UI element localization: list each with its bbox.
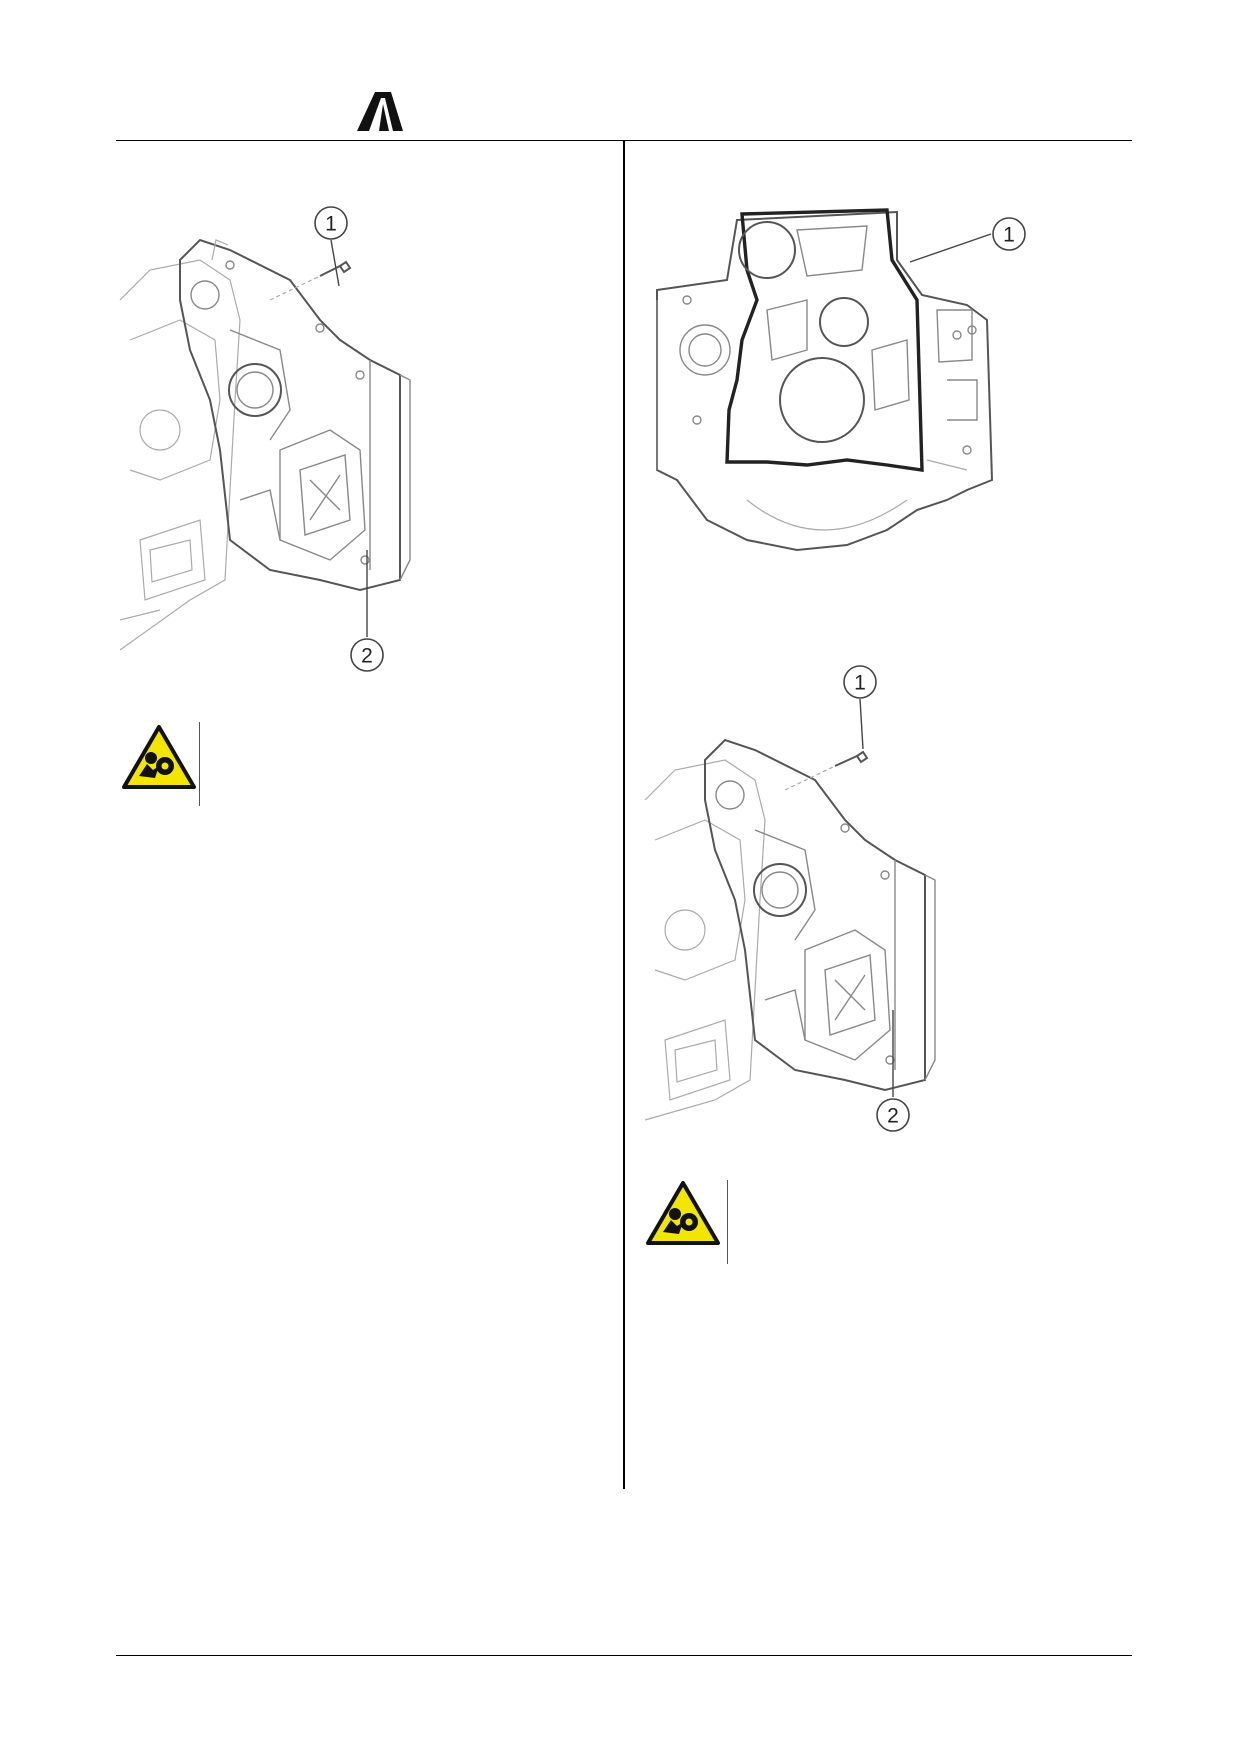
svg-text:1: 1	[854, 672, 866, 695]
svg-text:2: 2	[361, 645, 373, 668]
svg-text:1: 1	[325, 213, 337, 236]
left-callout-2: 2	[350, 638, 384, 672]
right-callout-1-leader	[859, 698, 864, 750]
gasket-illustration	[656, 208, 994, 552]
right-warning-bar	[727, 1180, 728, 1264]
column-divider	[623, 141, 625, 1489]
left-callout-1-leader	[330, 239, 340, 287]
header-rule	[116, 140, 1132, 141]
gasket-callout-1: 1	[992, 217, 1026, 251]
gasket-callout-1-leader	[909, 233, 992, 263]
svg-text:1: 1	[1003, 224, 1015, 247]
right-callout-2-leader	[892, 1010, 894, 1097]
right-callout-1: 1	[843, 665, 877, 699]
entanglement-hazard-icon	[122, 725, 196, 789]
right-callout-2: 2	[876, 1098, 910, 1132]
left-engine-illustration	[119, 238, 411, 651]
brand-logo	[357, 92, 403, 131]
svg-text:2: 2	[887, 1105, 899, 1128]
footer-rule	[116, 1655, 1132, 1656]
left-callout-2-leader	[366, 550, 368, 637]
left-warning-bar	[199, 722, 200, 806]
left-callout-1: 1	[314, 206, 348, 240]
entanglement-hazard-icon	[646, 1181, 720, 1245]
right-engine-illustration	[644, 738, 936, 1121]
